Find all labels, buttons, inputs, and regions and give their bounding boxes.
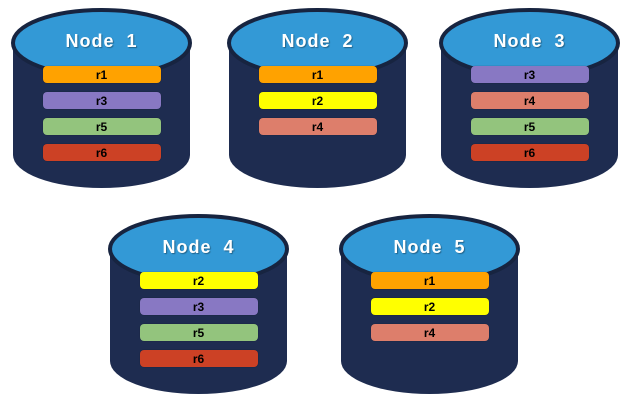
node-title: Node 5 [393, 236, 466, 257]
replica-bar: r2 [258, 92, 377, 109]
replica-bar: r6 [470, 144, 589, 161]
replica-list: r3 r4 r5 r6 [438, 66, 621, 161]
replica-list: r1 r2 r4 [226, 66, 409, 135]
replica-bar: r1 [258, 66, 377, 83]
replica-bar: r6 [42, 144, 161, 161]
node-title: Node 1 [65, 30, 138, 51]
db-node: Node 3 r3 r4 r5 r6 [438, 5, 621, 191]
replica-bar: r4 [370, 324, 489, 341]
db-node: Node 1 r1 r3 r5 r6 [10, 5, 193, 191]
node-title: Node 2 [281, 30, 354, 51]
replica-list: r2 r3 r5 r6 [107, 272, 290, 367]
replica-bar: r6 [139, 350, 258, 367]
replica-bar: r1 [42, 66, 161, 83]
replica-bar: r1 [370, 272, 489, 289]
replica-bar: r3 [42, 92, 161, 109]
replica-bar: r5 [470, 118, 589, 135]
replica-bar: r5 [139, 324, 258, 341]
replica-bar: r2 [370, 298, 489, 315]
replica-bar: r2 [139, 272, 258, 289]
node-title: Node 4 [162, 236, 235, 257]
replica-bar: r5 [42, 118, 161, 135]
replica-bar: r4 [470, 92, 589, 109]
db-node: Node 5 r1 r2 r4 [338, 211, 521, 397]
replica-list: r1 r2 r4 [338, 272, 521, 341]
replica-bar: r3 [470, 66, 589, 83]
db-node: Node 2 r1 r2 r4 [226, 5, 409, 191]
node-title: Node 3 [493, 30, 566, 51]
db-node: Node 4 r2 r3 r5 r6 [107, 211, 290, 397]
replica-list: r1 r3 r5 r6 [10, 66, 193, 161]
replica-bar: r4 [258, 118, 377, 135]
replica-bar: r3 [139, 298, 258, 315]
